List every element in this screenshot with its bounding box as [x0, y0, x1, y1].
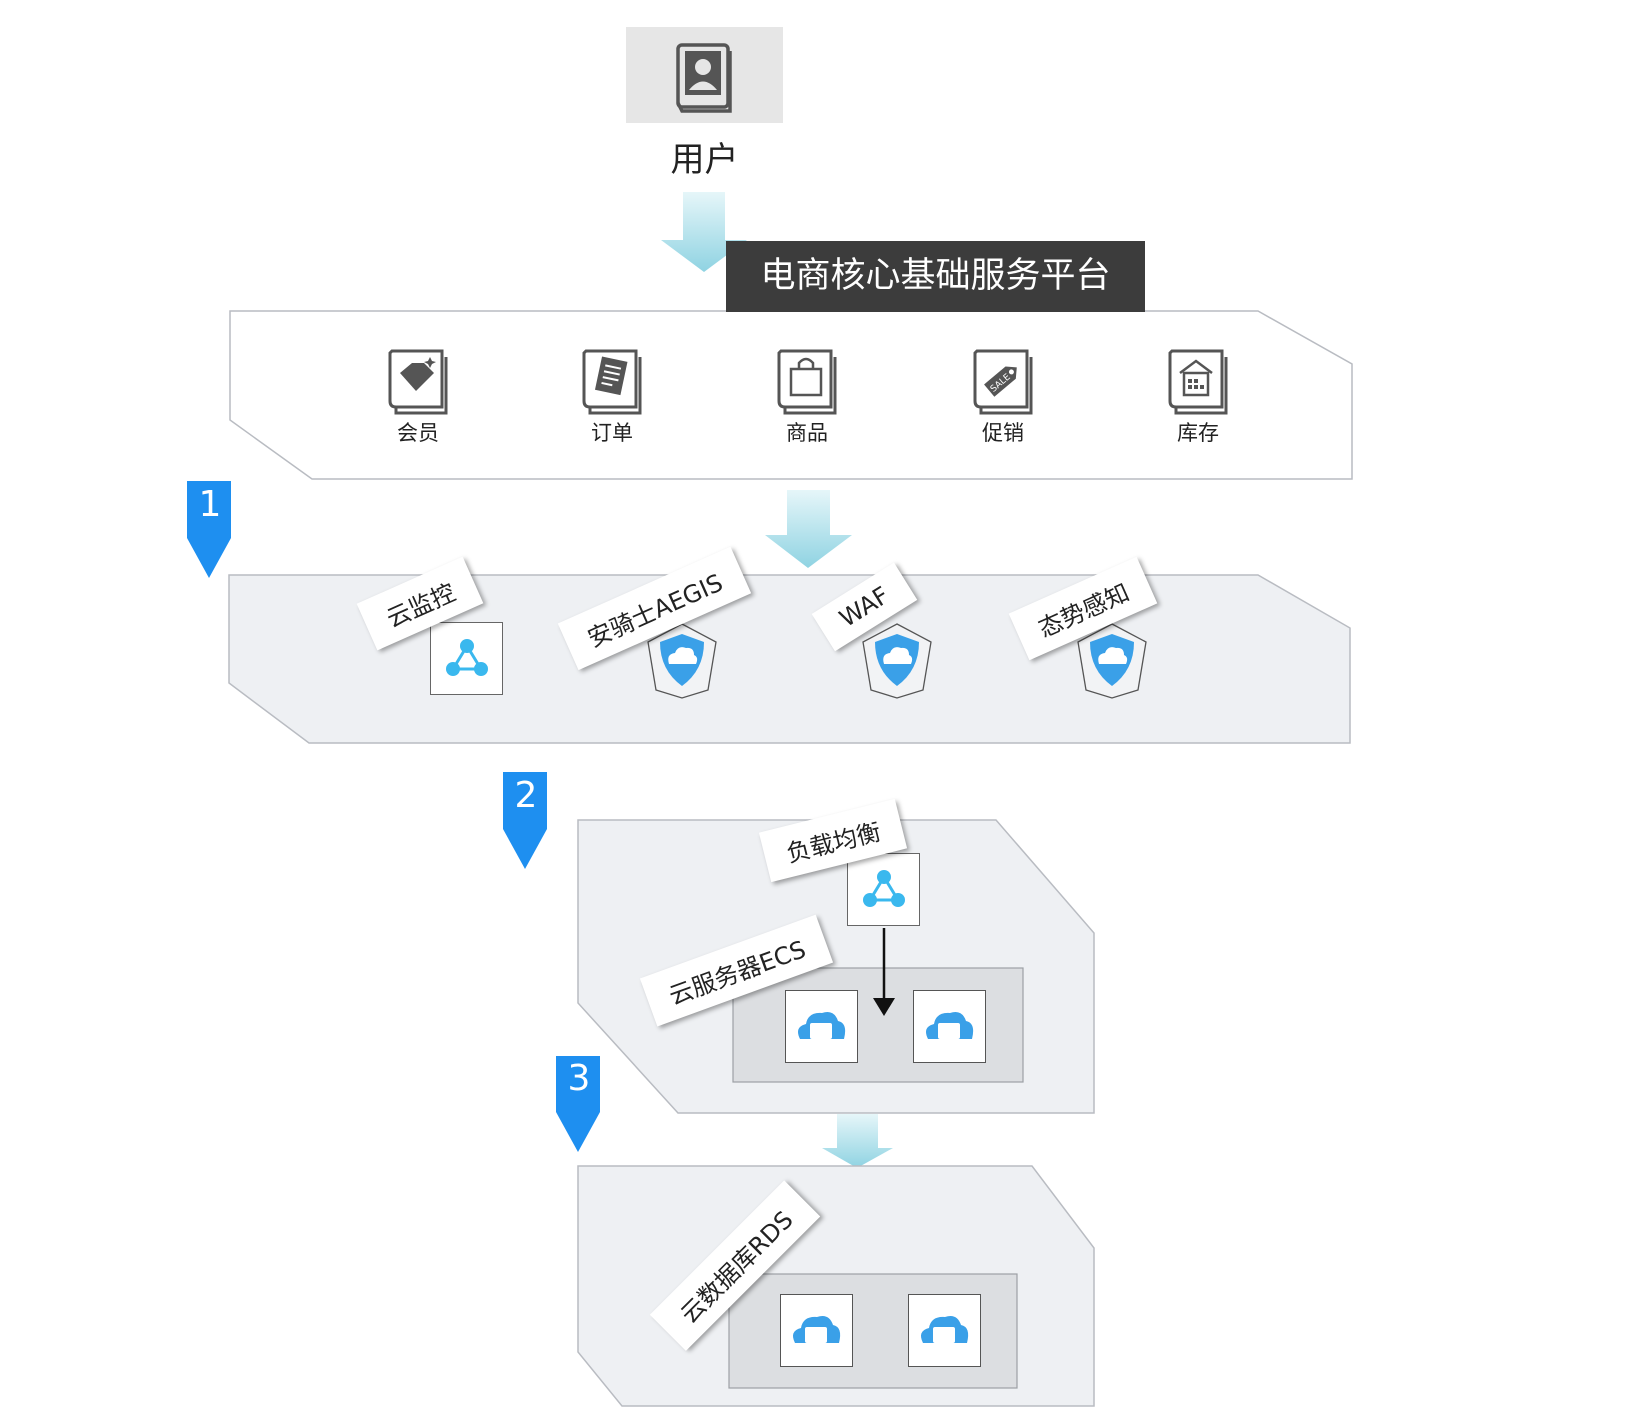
load-balancer-box[interactable]	[847, 853, 920, 926]
user-label: 用户	[670, 140, 739, 180]
cloud-database-icon	[921, 1316, 969, 1343]
sale-tag-book-icon: SALE	[973, 349, 1033, 415]
module-label: 库存	[1177, 421, 1219, 445]
module-label: 订单	[591, 421, 633, 445]
module-label: 商品	[786, 421, 828, 445]
module-order[interactable]: 订单	[572, 345, 652, 447]
flow-arrow-2	[765, 490, 852, 568]
user-contact-icon	[676, 43, 732, 113]
module-label: 促销	[982, 421, 1024, 445]
module-inventory[interactable]: 库存	[1158, 345, 1238, 447]
step-marker-1	[187, 481, 231, 578]
ecs-instance-1[interactable]	[785, 990, 858, 1063]
platform-title: 电商核心基础服务平台	[726, 241, 1145, 312]
rds-instance-1[interactable]	[780, 1294, 853, 1367]
cloud-shield-icon[interactable]	[1072, 620, 1152, 700]
ecs-instance-2[interactable]	[913, 990, 986, 1063]
cloud-server-icon	[798, 1012, 846, 1039]
module-member[interactable]: 会员	[378, 345, 458, 447]
lb-to-ecs-arrowhead	[873, 998, 895, 1016]
step-marker-2	[503, 772, 547, 869]
shopping-bag-book-icon	[777, 349, 837, 415]
flow-arrow-1	[661, 192, 747, 272]
user-icon-box	[626, 27, 783, 123]
step-number-1: 1	[198, 484, 222, 525]
module-promotion[interactable]: SALE 促销	[963, 345, 1043, 447]
step-marker-3	[556, 1056, 600, 1152]
network-node-icon	[863, 870, 905, 907]
rds-instance-2[interactable]	[908, 1294, 981, 1367]
warehouse-book-icon	[1168, 349, 1228, 415]
module-label: 会员	[397, 421, 439, 445]
network-node-icon	[446, 639, 488, 676]
receipt-book-icon	[582, 349, 642, 415]
step-number-3: 3	[567, 1058, 591, 1099]
cloud-monitor-box[interactable]	[430, 622, 503, 695]
flow-arrow-3	[822, 1114, 893, 1168]
cloud-database-icon	[793, 1316, 841, 1343]
cloud-server-icon	[926, 1012, 974, 1039]
cloud-shield-icon[interactable]	[857, 620, 937, 700]
cloud-shield-icon[interactable]	[642, 620, 722, 700]
diamond-book-icon	[388, 349, 448, 415]
module-product[interactable]: 商品	[767, 345, 847, 447]
step-number-2: 2	[514, 775, 538, 816]
